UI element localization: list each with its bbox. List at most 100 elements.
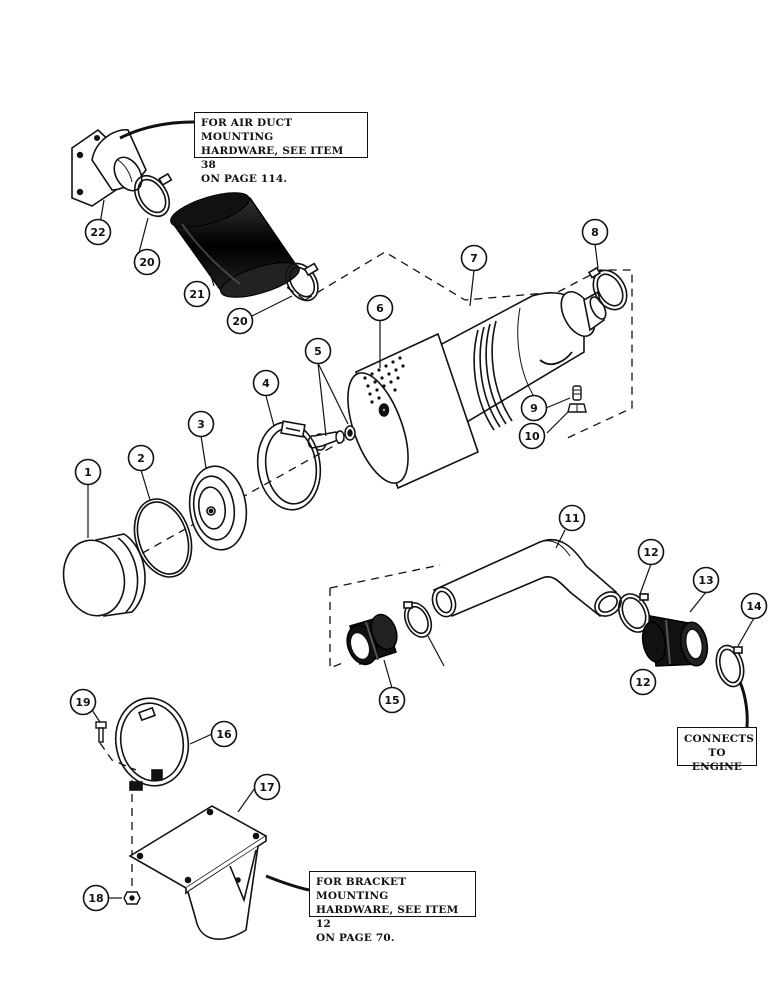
- callout-circle: [183, 280, 211, 308]
- baffle-cup-part-3: [188, 465, 248, 551]
- callout-circle: [366, 294, 394, 322]
- callout-12: 12: [629, 668, 657, 696]
- callout-18: 18: [82, 884, 110, 912]
- end-cap-part-1: [62, 533, 146, 617]
- nut-part-18: [123, 891, 141, 905]
- leader-connects-to-engine: [738, 681, 749, 728]
- callout-number: 17: [259, 781, 274, 794]
- callout-number: 20: [232, 315, 248, 328]
- hose-clamp-part-20-lower: [285, 262, 319, 302]
- leader-bracket: [265, 874, 310, 892]
- callout-6: 6: [366, 294, 394, 322]
- callout-circle: [253, 773, 281, 801]
- callout-circle: [82, 884, 110, 912]
- callout-number: 5: [314, 345, 322, 358]
- callout-circle: [581, 218, 609, 246]
- callout-circle: [252, 369, 280, 397]
- callout-number: 8: [591, 226, 599, 239]
- elbow-tube-part-11: [431, 539, 622, 618]
- wing-nut-part-5: [307, 425, 356, 451]
- callout-15: 15: [378, 686, 406, 714]
- callout-number: 4: [262, 377, 270, 390]
- callout-2: 2: [127, 444, 155, 472]
- rubber-hose-part-21: [170, 192, 300, 298]
- callout-1: 1: [74, 458, 102, 486]
- callout-9: 9: [520, 394, 548, 422]
- callout-12: 12: [637, 538, 665, 566]
- callout-20: 20: [133, 248, 161, 276]
- callout-11: 11: [558, 504, 586, 532]
- callout-circle: [133, 248, 161, 276]
- callout-number: 19: [75, 696, 90, 709]
- callout-number: 15: [384, 694, 399, 707]
- rubber-coupling-part-13: [641, 615, 709, 667]
- callout-number: 7: [470, 252, 478, 265]
- callout-circle: [558, 504, 586, 532]
- callout-circle: [518, 422, 546, 450]
- callout-13: 13: [692, 566, 720, 594]
- callout-circle: [84, 218, 112, 246]
- bracket-plate-part-17: [128, 805, 268, 940]
- callout-5: 5: [304, 337, 332, 365]
- callout-number: 9: [530, 402, 538, 415]
- callout-number: 3: [197, 418, 205, 431]
- callout-7: 7: [460, 244, 488, 272]
- callout-circle: [378, 686, 406, 714]
- callout-circle: [69, 688, 97, 716]
- callout-circle: [226, 307, 254, 335]
- callout-14: 14: [740, 592, 768, 620]
- callout-number: 14: [746, 600, 762, 613]
- callout-number: 22: [90, 226, 105, 239]
- callout-circle: [210, 720, 238, 748]
- callout-leaders: [87, 199, 755, 899]
- band-clamp-part-4: [256, 420, 322, 511]
- clamp-part-12-left: [403, 601, 433, 638]
- callout-circle: [74, 458, 102, 486]
- callout-number: 11: [564, 512, 579, 525]
- air-duct-elbow-part-22: [71, 128, 147, 207]
- callout-number: 12: [643, 546, 658, 559]
- callout-21: 21: [183, 280, 211, 308]
- callout-number: 13: [698, 574, 713, 587]
- callout-number: 18: [88, 892, 103, 905]
- callout-circle: [520, 394, 548, 422]
- callout-number: 21: [189, 288, 204, 301]
- note-connects-to-engine: CONNECTS TO ENGINE: [677, 727, 757, 773]
- callout-circle: [740, 592, 768, 620]
- note-bracket-hardware: FOR BRACKET MOUNTING HARDWARE, SEE ITEM …: [309, 871, 476, 944]
- callout-circle: [637, 538, 665, 566]
- clamp-ring-part-8: [587, 266, 628, 311]
- callout-3: 3: [187, 410, 215, 438]
- callout-8: 8: [581, 218, 609, 246]
- callout-number: 6: [376, 302, 384, 315]
- filter-element-part-6: [347, 332, 479, 490]
- callout-number: 20: [139, 256, 155, 269]
- callout-circle: [629, 668, 657, 696]
- rubber-coupling-part-15: [346, 613, 398, 666]
- clamp-part-14: [715, 644, 745, 688]
- callout-circle: [692, 566, 720, 594]
- callout-number: 12: [635, 676, 650, 689]
- callout-4: 4: [252, 369, 280, 397]
- drain-valve-part-9: [572, 385, 582, 401]
- callout-10: 10: [518, 422, 546, 450]
- callout-circle: [460, 244, 488, 272]
- seal-ring-part-2: [133, 498, 193, 578]
- clamp-part-12-right: [617, 593, 651, 633]
- callout-17: 17: [253, 773, 281, 801]
- leader-air-duct: [119, 120, 195, 140]
- callout-19: 19: [69, 688, 97, 716]
- callout-circle: [187, 410, 215, 438]
- callout-circle: [127, 444, 155, 472]
- callout-number: 2: [137, 452, 145, 465]
- nut-part-10: [567, 403, 587, 413]
- callout-number: 16: [216, 728, 232, 741]
- callout-number: 1: [84, 466, 92, 479]
- callout-circle: [304, 337, 332, 365]
- callout-16: 16: [210, 720, 238, 748]
- callout-22: 22: [84, 218, 112, 246]
- callout-20: 20: [226, 307, 254, 335]
- bolt-part-19: [95, 721, 107, 743]
- hose-clamp-part-20-upper: [133, 172, 173, 218]
